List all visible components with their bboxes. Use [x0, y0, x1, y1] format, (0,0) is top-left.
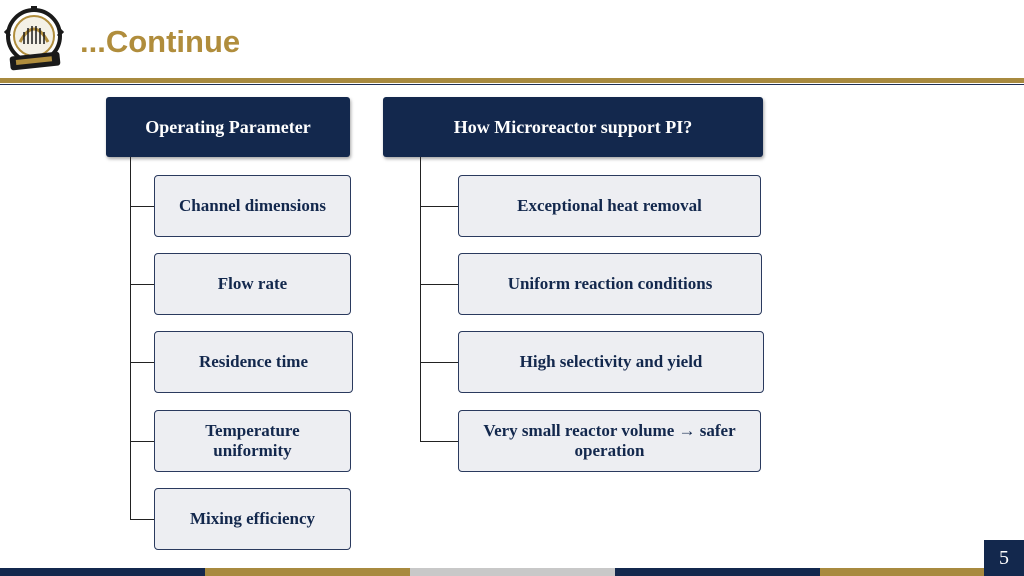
microreactor-pi-header: How Microreactor support PI? — [383, 97, 763, 157]
left-connector-2 — [130, 284, 154, 285]
left-connector-4 — [130, 441, 154, 442]
benefit-small-volume: Very small reactor volume → safer operat… — [458, 410, 761, 472]
left-connector-1 — [130, 206, 154, 207]
parameter-flow-rate: Flow rate — [154, 253, 351, 315]
benefit-selectivity-yield: High selectivity and yield — [458, 331, 764, 393]
footer-bar-3 — [410, 568, 615, 576]
left-connector-3 — [130, 362, 154, 363]
right-connector-4 — [420, 441, 458, 442]
right-connector-vertical — [420, 157, 421, 441]
right-connector-1 — [420, 206, 458, 207]
right-connector-3 — [420, 362, 458, 363]
parameter-residence-time: Residence time — [154, 331, 353, 393]
page-number: 5 — [984, 540, 1024, 576]
footer-bar-5 — [820, 568, 984, 576]
benefit-uniform-conditions: Uniform reaction conditions — [458, 253, 762, 315]
slide-title: ...Continue — [80, 24, 241, 59]
parameter-channel-dimensions: Channel dimensions — [154, 175, 351, 237]
header-rule-thin — [0, 84, 1024, 85]
parameter-mixing-efficiency: Mixing efficiency — [154, 488, 351, 550]
footer-bar-2 — [205, 568, 410, 576]
left-connector-vertical — [130, 157, 131, 519]
operating-parameter-header: Operating Parameter — [106, 97, 350, 157]
left-connector-5 — [130, 519, 154, 520]
university-emblem-icon — [4, 6, 65, 71]
footer-bar-1 — [0, 568, 205, 576]
header-rule — [0, 78, 1024, 83]
footer-bar-4 — [615, 568, 820, 576]
benefit-heat-removal: Exceptional heat removal — [458, 175, 761, 237]
parameter-temperature-uniformity: Temperature uniformity — [154, 410, 351, 472]
right-connector-2 — [420, 284, 458, 285]
